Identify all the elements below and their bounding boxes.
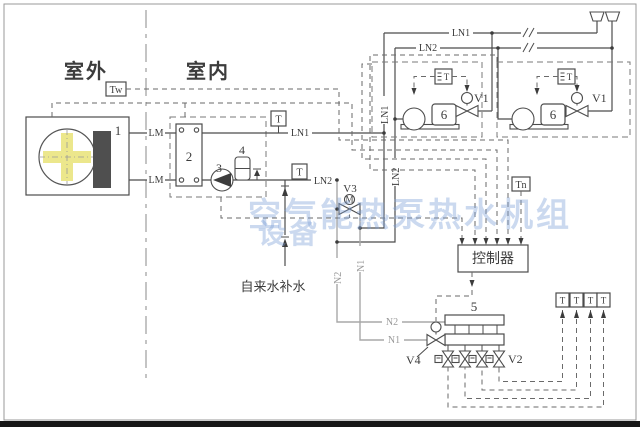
room-thermostat-4: T <box>596 292 611 308</box>
valve-v2-3 <box>468 350 489 368</box>
svg-text:T: T <box>296 168 302 179</box>
heat-exchanger-number: 2 <box>186 149 193 164</box>
vent-funnel-2 <box>604 11 621 111</box>
outdoor-temp-sensor-tw: Tw <box>105 81 127 97</box>
svg-text:T: T <box>601 296 607 306</box>
valve-v1-2: V1 <box>565 91 607 118</box>
controller-label: 控制器 <box>472 251 514 267</box>
outdoor-zone-label: 室外 <box>64 59 108 83</box>
supply-temp-sensor: T <box>270 110 287 133</box>
compressor-block-icon <box>93 131 111 188</box>
fan-coil-fan-icon <box>402 107 426 131</box>
top-distribution-lines: LN1 LN2 <box>384 11 621 120</box>
lm-pipes: LM LM <box>129 127 176 186</box>
safety-valve-icon <box>253 168 261 180</box>
ln1-supply-label: LN1 <box>291 128 309 139</box>
v1-label: V1 <box>474 91 489 105</box>
svg-text:Tw: Tw <box>110 85 123 96</box>
svg-text:Tn: Tn <box>515 180 526 191</box>
valve-v2-2 <box>451 350 472 368</box>
svg-text:T: T <box>574 296 580 306</box>
valve-v4: V4 <box>406 321 446 367</box>
zone-valves-v2: V2 <box>434 345 523 368</box>
n1-line-label: N1 <box>388 335 400 346</box>
fan-coil-group-1: 6 V1 T <box>371 61 489 138</box>
valve-v2-4 <box>485 350 506 368</box>
valve-v2-1 <box>434 350 455 368</box>
thermostat-sensor-1: T <box>434 68 453 85</box>
v3-motor-letter: M <box>345 195 353 205</box>
makeup-water-line: 自来水补水 <box>240 180 306 294</box>
plate-heat-exchanger: 2 <box>175 123 203 187</box>
outdoor-unit: 1 <box>25 116 130 196</box>
room-thermostat-2: T <box>569 292 584 308</box>
thermostat-sensor-2: T <box>557 68 576 85</box>
svg-text:T: T <box>560 296 566 306</box>
fan-coil-number: 6 <box>441 107 448 122</box>
room-thermostat-3: T <box>583 292 598 308</box>
v2-label: V2 <box>508 352 523 366</box>
ln1-riser-label: LN1 <box>380 106 391 124</box>
manifold-number: 5 <box>471 299 478 314</box>
svg-text:T: T <box>567 72 573 82</box>
ln2-return-label: LN2 <box>314 176 332 187</box>
valve-v3: M V3 <box>338 183 361 216</box>
expansion-tank-icon: 4 <box>234 143 251 181</box>
ln1-top-label: LN1 <box>452 28 470 39</box>
ln2-top-label: LN2 <box>419 43 437 54</box>
pipe-junction-dots <box>335 31 614 244</box>
outdoor-unit-number: 1 <box>115 123 122 138</box>
ln2-riser-label: LN2 <box>391 168 402 186</box>
v3-label: V3 <box>343 183 357 195</box>
n1-riser-label: N1 <box>356 260 367 272</box>
diagram-frame <box>0 3 640 427</box>
fan-icon <box>38 128 96 186</box>
n2-riser-label: N2 <box>333 272 344 284</box>
return-temp-sensor: T <box>291 163 308 180</box>
fan-coil-number: 6 <box>550 107 557 122</box>
svg-text:T: T <box>444 72 450 82</box>
manifold: 5 V4 <box>406 299 523 368</box>
valve-v1-1: V1 <box>455 91 489 118</box>
control-network: Tw Tn <box>51 54 531 245</box>
svg-text:T: T <box>275 115 281 126</box>
pump-number: 3 <box>216 161 222 175</box>
indoor-module: 2 3 4 T T <box>169 110 384 198</box>
indoor-temp-sensor-tn: Tn <box>511 176 531 192</box>
lm-return-label: LM <box>149 175 164 186</box>
room-thermostat-1: T <box>555 292 570 308</box>
n-pipes: N2 N1 N2 N1 <box>332 180 445 346</box>
ln-risers: LN1 LN2 <box>337 33 402 243</box>
room-thermostats: T T T T <box>447 292 611 408</box>
vent-funnel-1 <box>589 11 605 33</box>
indoor-zone-label: 室内 <box>186 59 230 83</box>
makeup-water-label: 自来水补水 <box>240 279 305 294</box>
v1-label: V1 <box>592 91 607 105</box>
n2-line-label: N2 <box>386 317 398 328</box>
lm-supply-label: LM <box>149 128 164 139</box>
fan-coil-group-2: 6 V1 T <box>496 61 631 138</box>
expansion-tank-number: 4 <box>239 143 245 157</box>
pump-icon: 3 <box>210 161 234 192</box>
controller: 控制器 <box>435 244 529 321</box>
fan-coil-fan-icon <box>511 107 535 131</box>
svg-text:T: T <box>588 296 594 306</box>
